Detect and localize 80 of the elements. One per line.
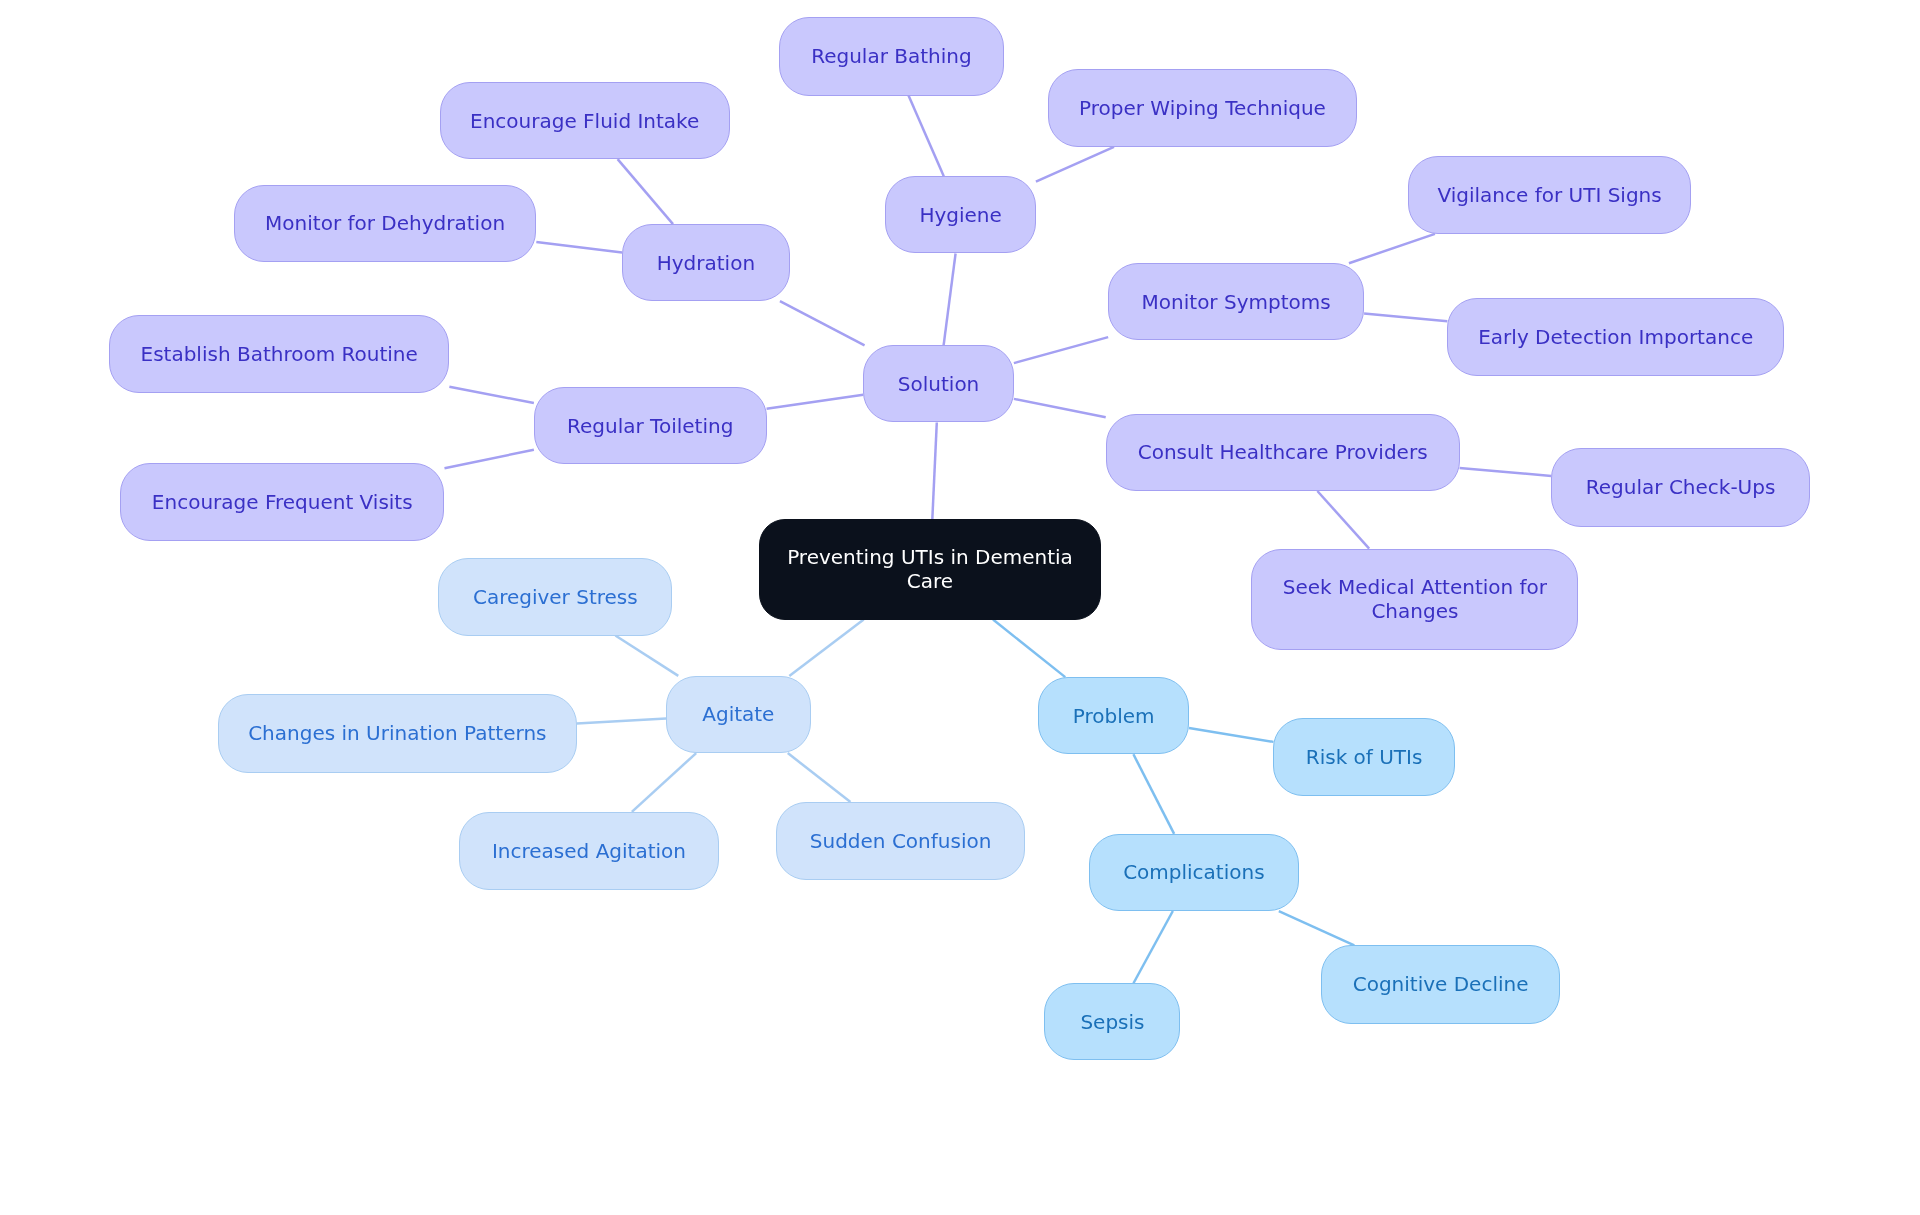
- node-label: Regular Check-Ups: [1585, 475, 1776, 500]
- connector-line: [779, 300, 866, 347]
- node-label: Vigilance for UTI Signs: [1437, 182, 1662, 207]
- topic-box: [1447, 297, 1785, 376]
- topic-box: [233, 184, 537, 263]
- connector-line: [614, 634, 679, 677]
- topic-box: [533, 386, 767, 465]
- node-label: Changes in Urination Patterns: [248, 721, 547, 746]
- node-label: Caregiver Stress: [472, 584, 638, 609]
- topic-box: [1048, 68, 1357, 147]
- node-label: Agitate: [702, 702, 775, 727]
- topic-box: [622, 224, 790, 302]
- connector-line: [1459, 466, 1552, 478]
- node-label: Cognitive Decline: [1352, 972, 1529, 997]
- connector-line: [631, 752, 697, 813]
- node-label: Problem: [1072, 703, 1155, 728]
- central-topic-box: [759, 519, 1101, 620]
- topic-box: [1038, 677, 1189, 755]
- topic-box: [1321, 945, 1560, 1024]
- node-label: Early Detection Importance: [1478, 324, 1754, 349]
- connector-line: [931, 422, 939, 520]
- connector-line: [449, 385, 535, 405]
- topic-box: [459, 811, 719, 891]
- connector-line: [444, 448, 535, 470]
- topic-box: [1105, 413, 1460, 491]
- connector-line: [1278, 909, 1355, 947]
- connector-line: [576, 717, 667, 725]
- node-label: Regular Bathing: [811, 44, 972, 69]
- topic-box: [108, 314, 450, 394]
- connector-line: [1035, 145, 1115, 183]
- node-label: Preventing UTIs in Dementia Care: [786, 545, 1074, 594]
- node-label: Sudden Confusion: [809, 829, 992, 854]
- topic-box: [120, 462, 445, 542]
- node-label: Regular Toileting: [567, 413, 734, 438]
- connector-line: [536, 240, 623, 254]
- connector-line: [1013, 335, 1109, 365]
- connector-line: [1363, 312, 1448, 323]
- connector-line: [942, 253, 957, 346]
- topic-box: [1273, 717, 1455, 796]
- node-label: Risk of UTIs: [1305, 744, 1423, 769]
- topic-box: [778, 17, 1005, 96]
- topic-box: [885, 176, 1036, 254]
- topic-box: [776, 802, 1025, 881]
- node-label: Increased Agitation: [491, 839, 686, 863]
- topic-box: [1551, 448, 1810, 527]
- topic-box: [438, 558, 673, 636]
- node-label: Encourage Frequent Visits: [151, 490, 413, 514]
- connector-line: [1188, 726, 1274, 744]
- node-label: Solution: [897, 371, 980, 396]
- connector-line: [1132, 753, 1176, 835]
- node-label: Sepsis: [1080, 1009, 1145, 1034]
- connector-line: [1316, 490, 1371, 550]
- connector-line: [1013, 397, 1106, 419]
- topic-box: [1251, 548, 1579, 651]
- topic-box: [439, 82, 730, 160]
- node-label: Hydration: [656, 250, 756, 275]
- node-label: Complications: [1123, 860, 1265, 885]
- node-label: Monitor Symptoms: [1141, 289, 1331, 314]
- topic-box: [1408, 155, 1691, 234]
- node-label: Hygiene: [919, 202, 1002, 227]
- topic-box: [666, 675, 811, 754]
- topic-box: [1088, 833, 1300, 911]
- connector-line: [616, 158, 674, 225]
- topic-box: [217, 694, 577, 773]
- connector-line: [992, 618, 1067, 679]
- node-label: Seek Medical Attention for Changes: [1281, 575, 1549, 624]
- node-label: Consult Healthcare Providers: [1137, 440, 1428, 465]
- topic-box: [1044, 983, 1181, 1061]
- connector-line: [1348, 232, 1436, 265]
- topic-box: [1108, 263, 1365, 341]
- connector-line: [786, 752, 852, 804]
- connector-line: [788, 618, 865, 677]
- node-label: Establish Bathroom Routine: [140, 341, 418, 366]
- node-label: Encourage Fluid Intake: [470, 108, 700, 133]
- connector-line: [907, 95, 945, 177]
- node-label: Proper Wiping Technique: [1079, 95, 1326, 120]
- connector-line: [766, 393, 864, 410]
- topic-box: [863, 345, 1014, 423]
- connector-line: [1132, 910, 1174, 984]
- node-label: Monitor for Dehydration: [265, 211, 506, 236]
